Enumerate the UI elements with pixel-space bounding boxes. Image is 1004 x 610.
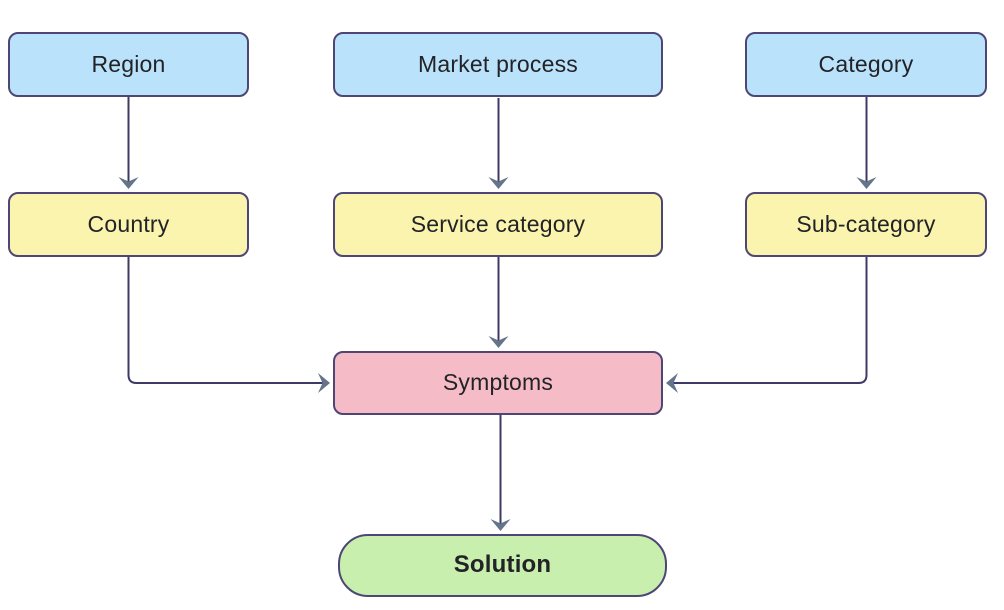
arrow-country-to-symptoms [127, 257, 330, 393]
node-region: Region [8, 32, 249, 97]
node-service-category: Service category [333, 192, 663, 257]
node-region-label: Region [91, 50, 166, 77]
node-sub-category-label: Sub-category [796, 210, 936, 237]
node-service-category-label: Service category [410, 210, 586, 237]
node-solution: Solution [338, 534, 667, 597]
node-country-label: Country [87, 210, 170, 237]
node-sub-category: Sub-category [745, 192, 987, 257]
arrow-sub-category-to-symptoms [666, 257, 868, 393]
node-market-process: Market process [333, 32, 663, 97]
node-solution-label: Solution [453, 551, 552, 579]
node-category-label: Category [818, 50, 914, 77]
node-symptoms: Symptoms [333, 351, 663, 415]
node-market-process-label: Market process [417, 50, 578, 77]
node-category: Category [745, 32, 987, 97]
node-country: Country [8, 192, 249, 257]
node-symptoms-label: Symptoms [442, 369, 554, 396]
